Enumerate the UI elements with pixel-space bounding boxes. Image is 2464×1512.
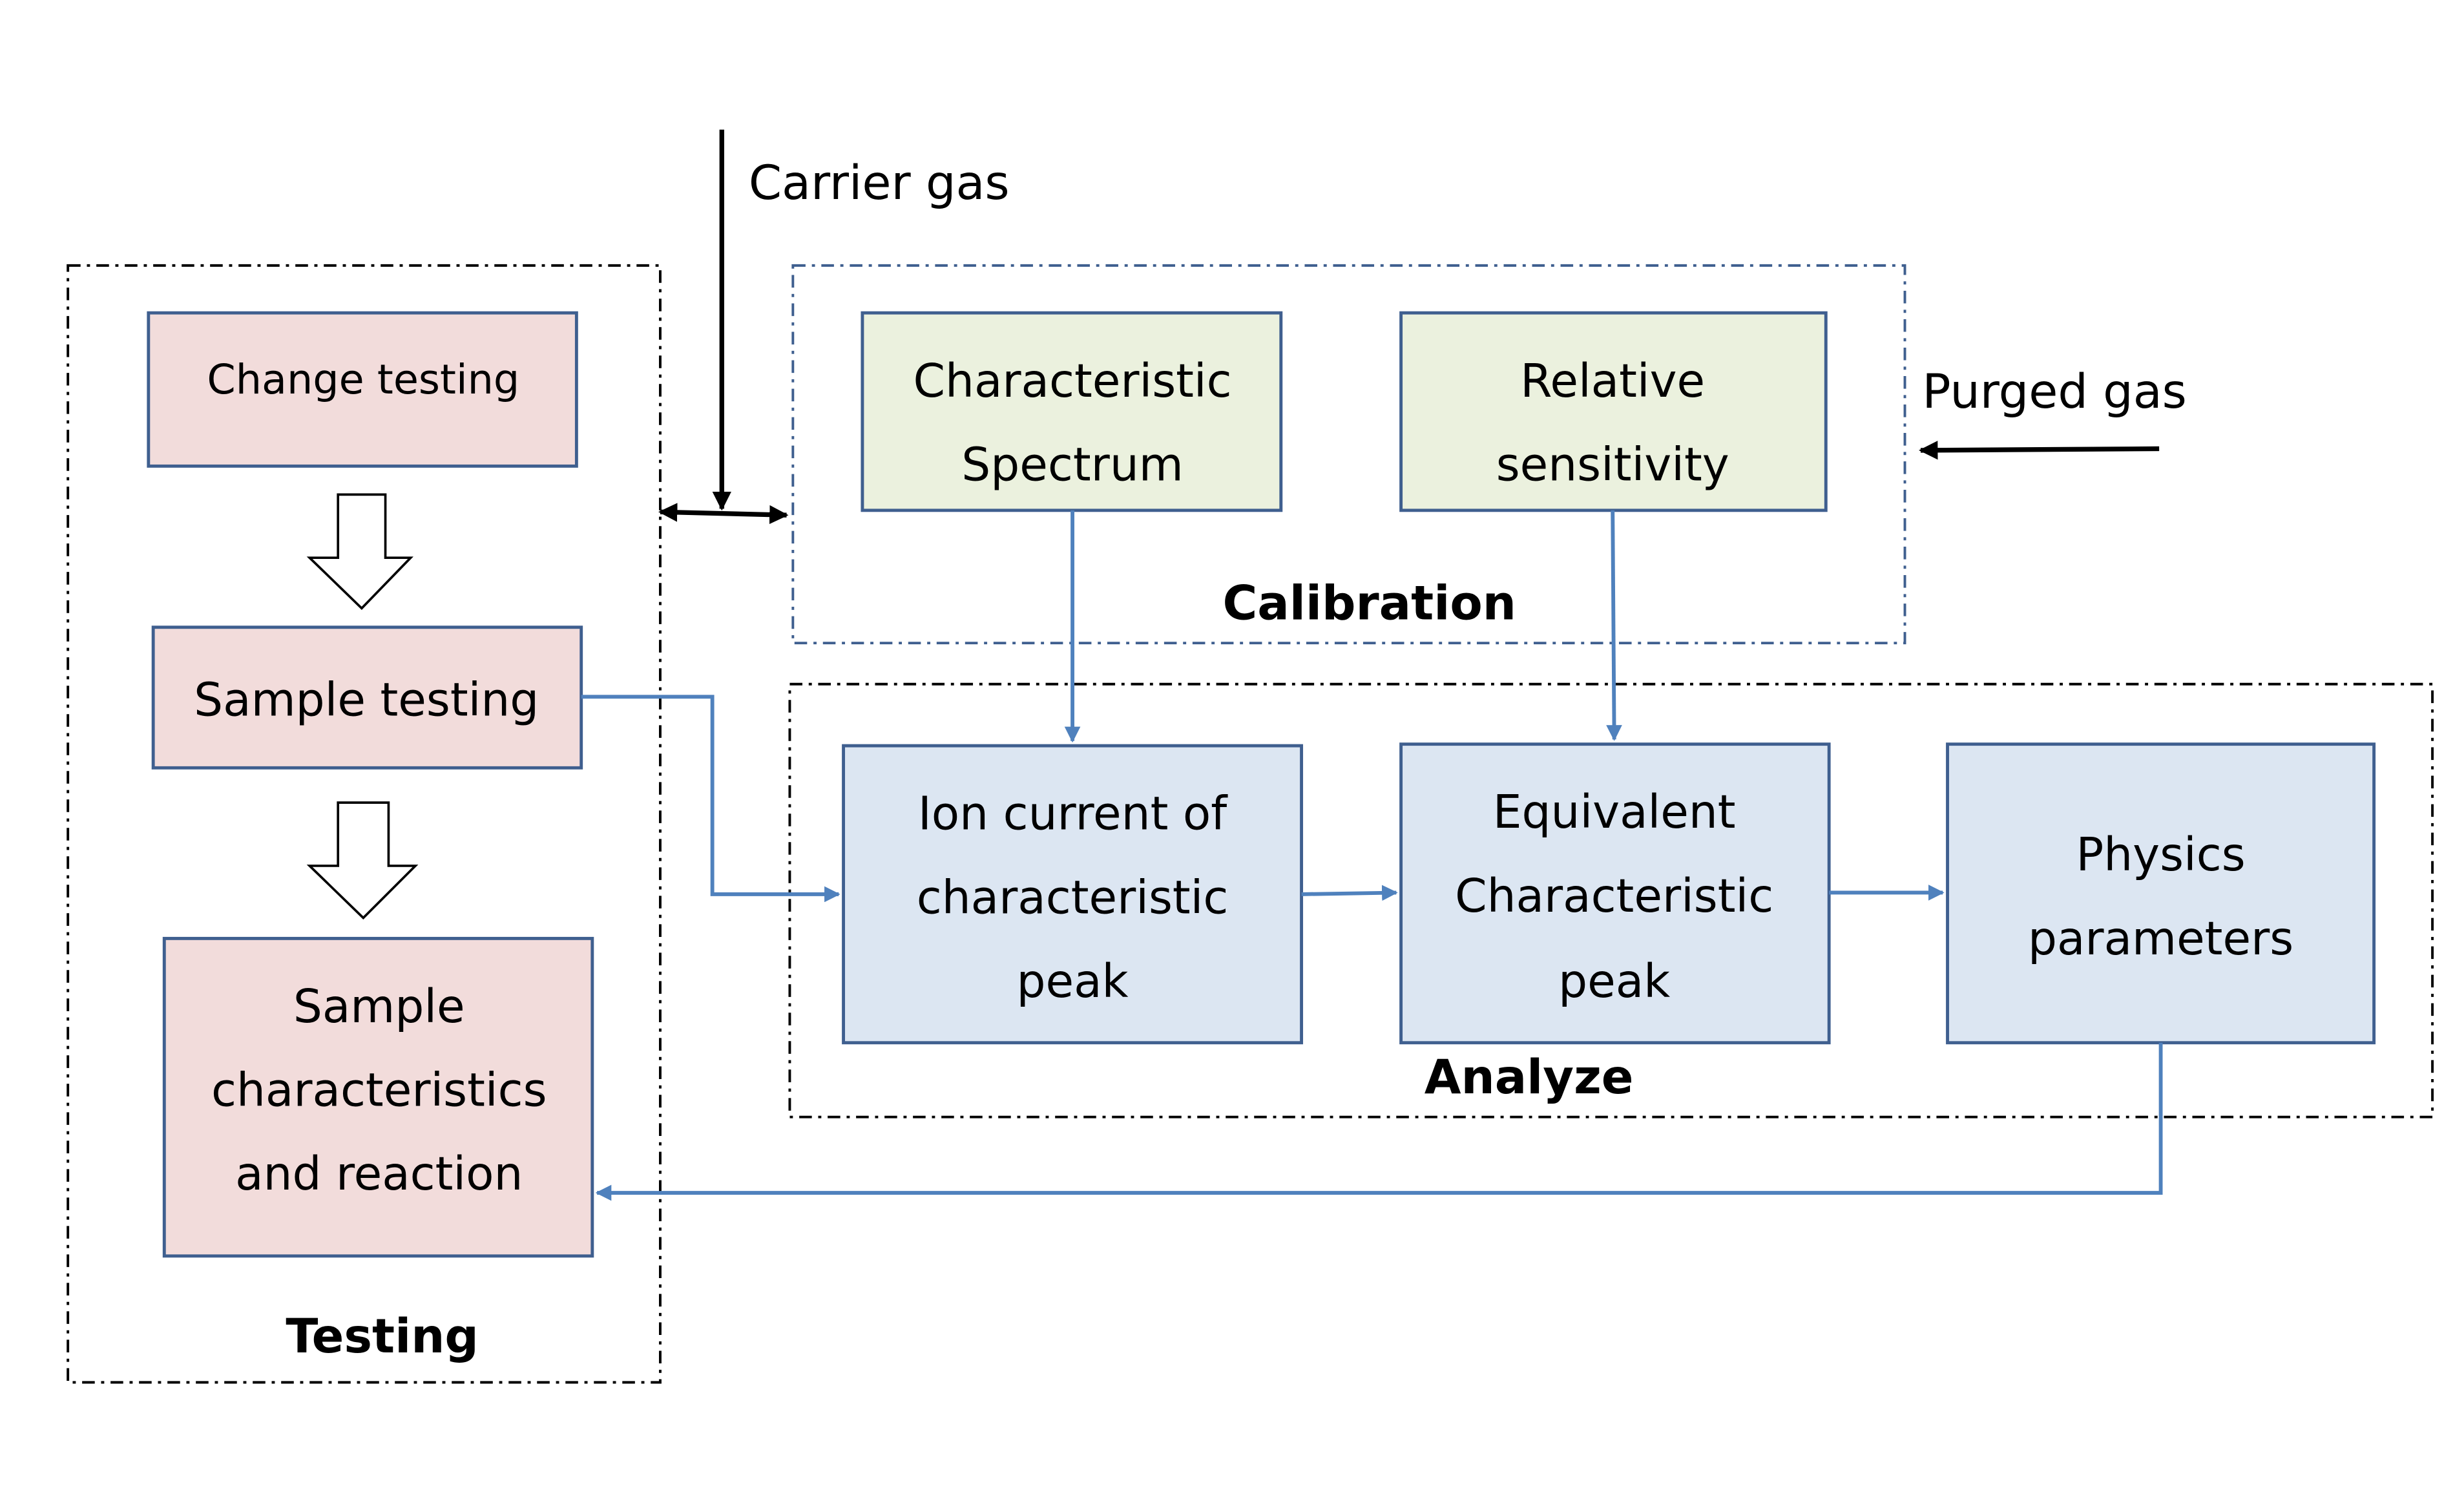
equivalent-peak-line-3: peak: [1558, 954, 1670, 1008]
sample-testing-text: Sample testing: [194, 673, 539, 727]
physics-parameters-line-1: Physics: [2076, 828, 2245, 881]
characteristic-spectrum-line-1: Characteristic: [914, 354, 1232, 408]
sample-testing-box: Sample testing: [151, 625, 583, 770]
relative-sensitivity-line-2: sensitivity: [1496, 437, 1729, 491]
testing-group-label: Testing: [286, 1309, 479, 1364]
calibration-group: [791, 264, 1906, 645]
connector-sample-to-ion-current: [581, 695, 840, 903]
calibration-group-label: Calibration: [1222, 576, 1516, 631]
equivalent-peak-line-2: Characteristic: [1455, 869, 1773, 923]
characteristic-spectrum-line-2: Spectrum: [961, 437, 1184, 491]
change-testing-text: Change testing: [207, 355, 519, 403]
equivalent-peak-line-1: Equivalent: [1493, 785, 1736, 839]
characteristic-spectrum-box: Characteristic Spectrum: [861, 311, 1283, 512]
physics-parameters-line-2: parameters: [2028, 912, 2293, 965]
ion-current-line-2: characteristic: [917, 870, 1229, 924]
sample-characteristics-line-3: and reaction: [235, 1147, 523, 1201]
analyze-group-label: Analyze: [1425, 1050, 1634, 1105]
ion-current-box: Ion current of characteristic peak: [842, 744, 1304, 1045]
carrier-gas-double-arrow: [658, 503, 789, 525]
sample-characteristics-line-2: characteristics: [211, 1064, 547, 1117]
relative-sensitivity-line-1: Relative: [1520, 354, 1705, 408]
change-testing-box: Change testing: [147, 311, 578, 468]
sample-characteristics-box: Sample characteristics and reaction: [162, 936, 594, 1258]
physics-parameters-box: Physics parameters: [1946, 742, 2376, 1045]
hollow-down-arrow-2: [306, 801, 419, 920]
sample-characteristics-line-1: Sample: [293, 980, 465, 1033]
ion-current-line-3: peak: [1017, 954, 1129, 1008]
equivalent-peak-box: Equivalent Characteristic peak: [1399, 742, 1831, 1045]
purged-gas-arrow: [1919, 441, 2160, 460]
analyze-group: [788, 682, 2434, 1118]
connector-ion-to-equivalent: [1301, 885, 1398, 901]
connector-sensitivity-to-equivalent: [1606, 510, 1622, 741]
testing-group: [67, 264, 662, 1384]
hollow-down-arrow-1: [306, 493, 413, 610]
carrier-gas-label: Carrier gas: [749, 156, 1010, 211]
purged-gas-label: Purged gas: [1922, 364, 2186, 419]
ion-current-line-1: Ion current of: [918, 787, 1228, 841]
relative-sensitivity-box: Relative sensitivity: [1399, 311, 1828, 512]
connector-physics-to-sample-characteristics: [595, 1042, 2163, 1201]
